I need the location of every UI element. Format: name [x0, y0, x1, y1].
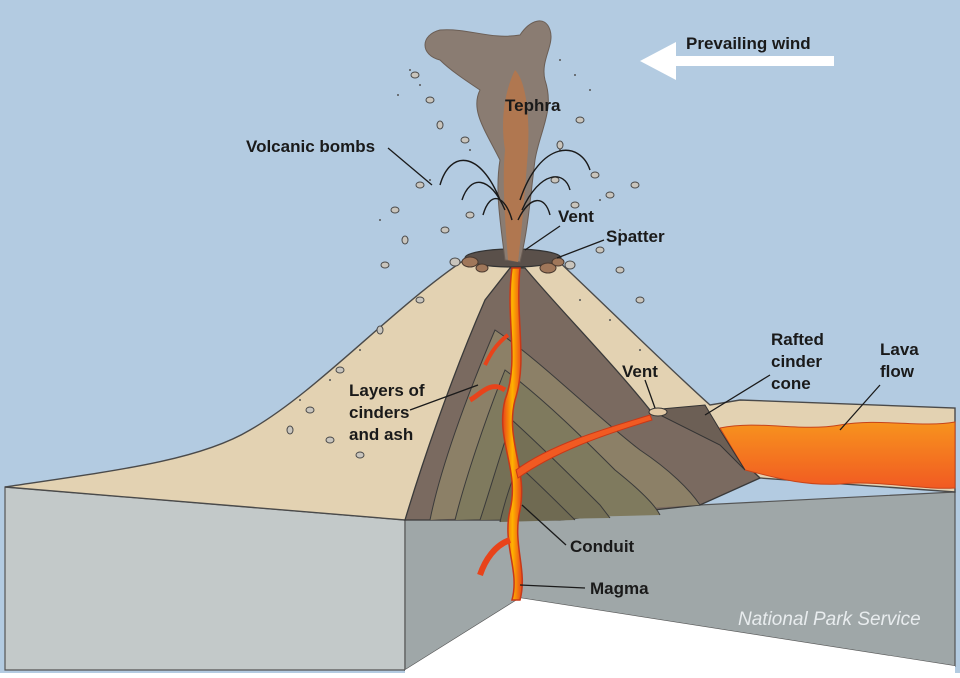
magma-branch [477, 537, 512, 577]
label-prevailing-wind: Prevailing wind [686, 34, 811, 53]
leader-vent-top [524, 225, 561, 251]
magma-branch [483, 333, 510, 366]
label-volcanic-bombs: Volcanic bombs [246, 137, 375, 156]
label-layers-line1: Layers of [349, 381, 425, 400]
label-spatter: Spatter [606, 227, 665, 246]
wind-arrow [640, 42, 834, 80]
credit-national-park-service: National Park Service [738, 609, 921, 630]
leader-layers [409, 384, 479, 411]
label-layers-line3: and ash [349, 425, 413, 444]
rafted-cinder-cone [648, 404, 746, 471]
leader-magma [519, 584, 586, 589]
spatter-deposits [461, 256, 565, 274]
label-magma: Magma [590, 579, 649, 598]
ballistic-arcs [439, 149, 591, 221]
leader-spatter [556, 239, 605, 259]
side-vent [648, 407, 668, 417]
leader-volcanic-bombs [387, 147, 433, 186]
leader-rafted-cinder-cone [704, 374, 771, 416]
leader-conduit [521, 504, 567, 546]
block-notch [405, 598, 955, 673]
label-lava-line1: Lava [880, 340, 919, 359]
label-vent-side: Vent [622, 362, 658, 381]
label-layers-line2: cinders [349, 403, 409, 422]
magma-branch [468, 384, 507, 403]
label-rafted-line3: cone [771, 374, 811, 393]
label-lava-line2: flow [880, 362, 915, 381]
label-rafted-line1: Rafted [771, 330, 824, 349]
lava-flow [719, 421, 956, 489]
ash-speckles [299, 59, 641, 401]
label-conduit: Conduit [570, 537, 635, 556]
volcanic-bombs [286, 71, 645, 459]
label-tephra: Tephra [505, 96, 561, 115]
leader-lava-flow [839, 384, 881, 431]
magma-conduit [501, 267, 524, 601]
label-rafted-line2: cinder [771, 352, 822, 371]
magma-dike [515, 414, 653, 479]
leader-vent-side [644, 379, 656, 409]
label-vent-top: Vent [558, 207, 594, 226]
